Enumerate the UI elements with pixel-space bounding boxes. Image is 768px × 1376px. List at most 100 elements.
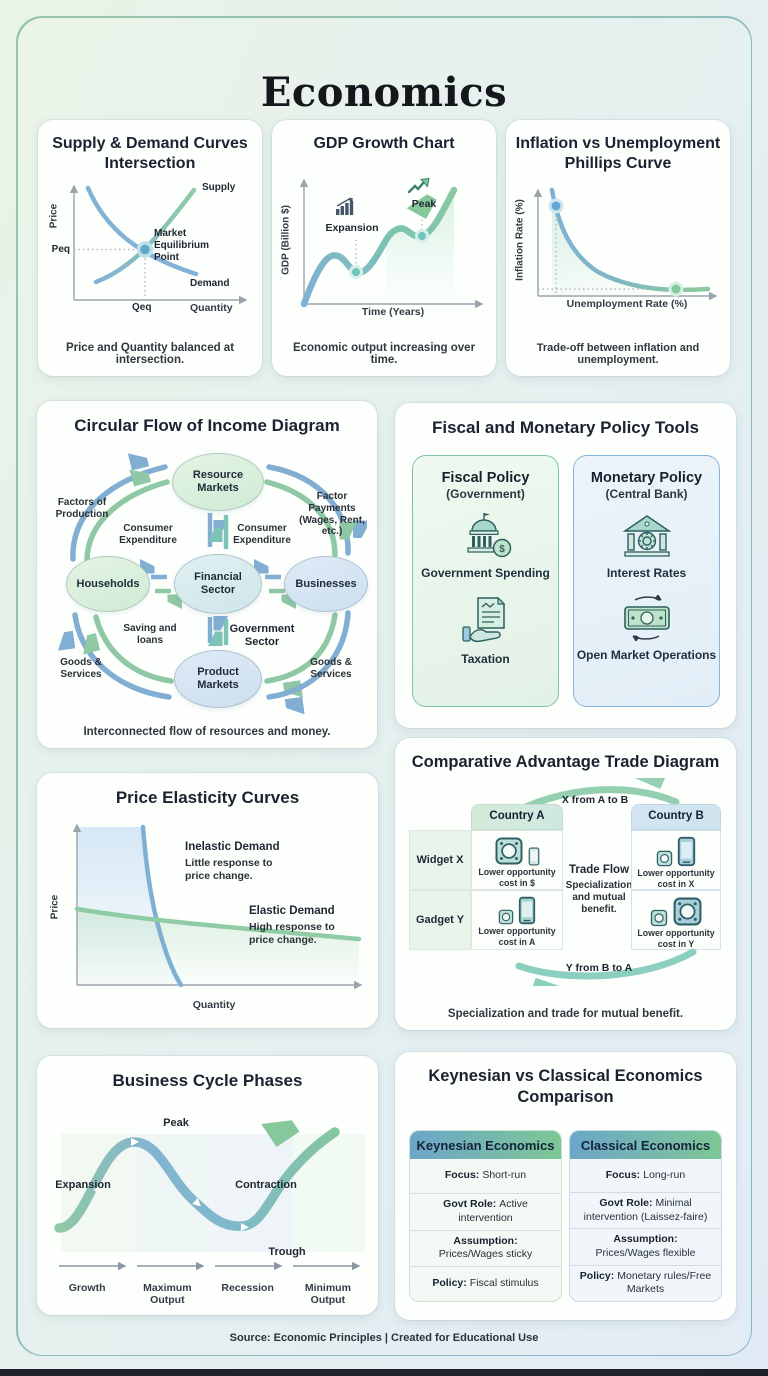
supply-demand-plot xyxy=(69,184,248,305)
open-market-operations-label: Open Market Operations xyxy=(576,648,717,662)
cell-a-widget-text: Lower opportunity cost in $ xyxy=(478,867,556,888)
trough-phase-label: Trough xyxy=(268,1246,306,1258)
panel-phillips: Inflation vs Unemployment Phillips Curve… xyxy=(506,120,730,376)
elasticity-y-axis-label: Price xyxy=(49,894,61,920)
supply-demand-title: Supply & Demand Curves Intersection xyxy=(52,135,248,172)
widget-icon-small xyxy=(498,909,514,925)
peak-phase-label: Peak xyxy=(163,1117,189,1129)
row-value: Active intervention xyxy=(458,1198,528,1224)
fiscal-policy-title: Fiscal Policy xyxy=(441,470,530,486)
factors-of-production-label: Factors of Production xyxy=(55,497,109,520)
keynesian-assumption-row: Assumption:Prices/Wages sticky xyxy=(410,1229,561,1266)
row-label: Focus: xyxy=(605,1168,641,1181)
supply-demand-caption: Price and Quantity balanced at intersect… xyxy=(65,342,235,366)
widget-icon-large xyxy=(495,837,523,865)
phillips-high-inflation-point xyxy=(548,198,564,214)
goods-services-left-label: Goods & Services xyxy=(60,657,102,680)
tax-document-icon xyxy=(413,595,558,650)
business-cycle-chart: Expansion Peak Contraction Trough xyxy=(47,1100,368,1280)
widget-icon-large-b xyxy=(673,897,701,926)
classical-focus-row: Focus:Long-run xyxy=(570,1159,721,1192)
panel-gdp: GDP Growth Chart xyxy=(272,120,496,376)
business-cycle-title: Business Cycle Phases xyxy=(112,1071,303,1090)
row-value: Long-run xyxy=(643,1168,686,1181)
market-equilibrium-label: Market Equilibrium Point xyxy=(154,228,209,263)
expansion-label: Expansion xyxy=(325,222,379,234)
panel-elasticity: Price Elasticity Curves Price Inelastic … xyxy=(37,773,378,1028)
government-sector-label: Government Sector xyxy=(229,623,295,648)
fiscal-policy-card: Fiscal Policy (Government) $ Government … xyxy=(412,455,559,707)
row-value: Minimal intervention (Laissez-faire) xyxy=(583,1197,708,1223)
gdp-y-axis-label: GDP (Billion $) xyxy=(280,205,292,275)
row-label: Assumption: xyxy=(453,1234,518,1247)
contraction-phase-label: Contraction xyxy=(235,1179,297,1191)
elastic-demand-desc: High response to price change. xyxy=(249,921,335,946)
row-label: Assumption: xyxy=(613,1233,678,1246)
country-b-header: Country B xyxy=(631,804,721,830)
supply-label: Supply xyxy=(202,182,236,193)
axis-label-maximum-output: Maximum Output xyxy=(143,1282,192,1306)
supply-demand-chart: Price Supply Demand Peq Qeq Quantity Mar… xyxy=(44,178,256,338)
keynesian-govt-row: Govt Role:Active intervention xyxy=(410,1193,561,1229)
footer-source-text: Source: Economic Principles | Created fo… xyxy=(229,1332,539,1344)
phillips-plot xyxy=(533,187,718,301)
circular-flow-caption: Interconnected flow of resources and mon… xyxy=(83,726,331,738)
business-cycle-axis-labels: Growth Maximum Output Recession Minimum … xyxy=(47,1282,368,1306)
keynesian-policy-row: Policy:Fiscal stimulus xyxy=(410,1265,561,1301)
cell-b-gadget: Lower opportunity cost in Y xyxy=(631,890,721,950)
cell-b-widget: Lower opportunity cost in X xyxy=(631,830,721,890)
phillips-chart: Inflation Rate (%) Unemployment Rate (%) xyxy=(512,184,724,330)
row-value: Short-run xyxy=(482,1169,527,1182)
phillips-y-axis-label: Inflation Rate (%) xyxy=(514,199,526,281)
demand-label: Demand xyxy=(190,278,230,289)
gdp-x-axis-label: Time (Years) xyxy=(361,306,425,318)
fiscal-policy-subtitle: (Government) xyxy=(446,487,525,501)
circular-flow-arrows xyxy=(47,451,367,721)
peak-arrow-icon xyxy=(407,177,430,194)
elasticity-chart: Price Inelastic Demand Little response t… xyxy=(49,819,367,1019)
government-building-icon: $ xyxy=(413,511,558,564)
axis-label-recession: Recession xyxy=(221,1282,274,1294)
classical-policy-row: Policy:Monetary rules/Free Markets xyxy=(570,1264,721,1301)
expansion-bars-icon xyxy=(336,197,354,215)
panel-comparative: Comparative Advantage Trade Diagram X fr… xyxy=(395,738,736,1030)
phone-icon-large-b xyxy=(677,836,696,867)
dollar-coin-symbol: $ xyxy=(499,544,505,555)
gdp-caption: Economic output increasing over time. xyxy=(292,342,476,366)
qeq-label: Qeq xyxy=(132,302,152,313)
saving-and-loans-label: Saving and loans xyxy=(123,623,177,646)
circular-flow-diagram: Resource Markets Households Financial Se… xyxy=(47,451,367,721)
comparison-title: Keynesian vs Classical Economics Compari… xyxy=(428,1067,703,1106)
monetary-policy-subtitle: (Central Bank) xyxy=(605,487,688,501)
widget-icon-small-b xyxy=(656,850,673,867)
interest-rates-label: Interest Rates xyxy=(606,566,687,580)
phone-icon-large xyxy=(518,896,536,925)
business-cycle-plot xyxy=(54,1100,365,1271)
monetary-policy-title: Monetary Policy xyxy=(590,470,703,486)
panel-policy-tools: Fiscal and Monetary Policy Tools Fiscal … xyxy=(395,403,736,728)
phillips-low-inflation-point xyxy=(668,281,684,297)
consumer-expenditure-right-label: Consumer Expenditure xyxy=(233,523,291,546)
phillips-x-axis-label: Unemployment Rate (%) xyxy=(566,298,688,310)
goods-services-right-label: Goods & Services xyxy=(310,657,352,680)
row-value: Prices/Wages sticky xyxy=(438,1248,533,1261)
keynesian-focus-row: Focus:Short-run xyxy=(410,1159,561,1193)
row-value: Monetary rules/Free Markets xyxy=(617,1269,712,1296)
gdp-chart: GDP (Billion $) Expansion Peak Time (Yea… xyxy=(278,170,490,334)
cycle-direction-arrows xyxy=(93,1138,249,1231)
node-resource-markets: Resource Markets xyxy=(172,453,264,511)
expansion-phase-label: Expansion xyxy=(55,1179,111,1191)
supply-demand-y-axis-label: Price xyxy=(48,203,60,229)
factor-payments-label: Factor Payments (Wages, Rent, etc.) xyxy=(299,491,365,538)
banknote-icon xyxy=(574,595,719,646)
elastic-demand-title: Elastic Demand xyxy=(249,905,335,917)
peak-point xyxy=(415,229,429,243)
row-value: Prices/Wages flexible xyxy=(595,1247,696,1260)
country-a-header: Country A xyxy=(471,804,563,830)
row-label: Govt Role: xyxy=(599,1197,653,1210)
row-widget-x-label: Widget X xyxy=(409,830,471,890)
row-label: Focus: xyxy=(444,1169,480,1182)
government-spending-label: Government Spending xyxy=(421,566,550,580)
phillips-title: Inflation vs Unemployment Phillips Curve xyxy=(515,135,721,172)
inelastic-demand-title: Inelastic Demand xyxy=(185,841,280,853)
